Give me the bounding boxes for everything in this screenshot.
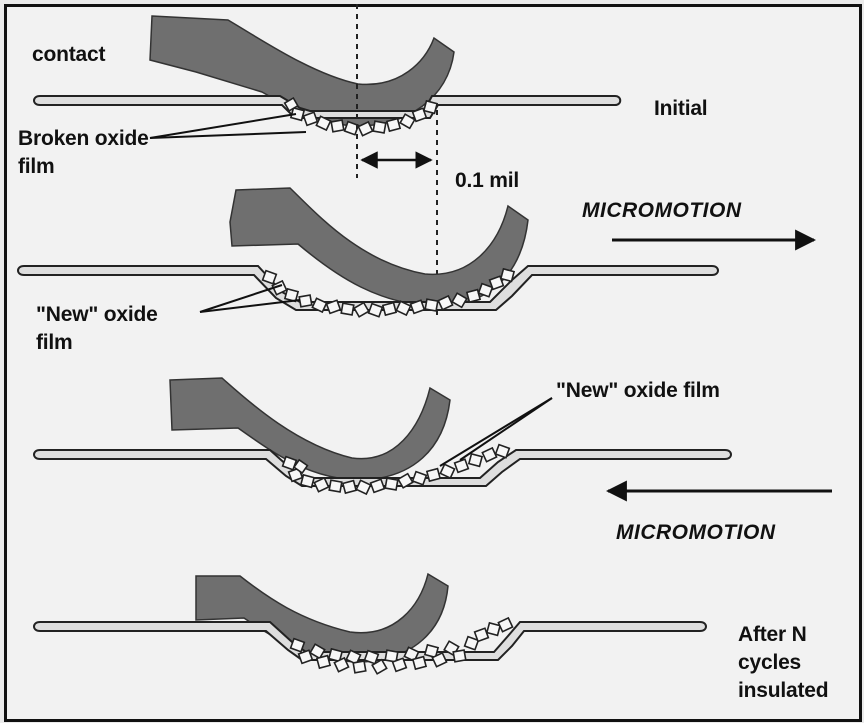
stage-after-cycles: [34, 574, 706, 674]
label-after-line3: insulated: [738, 678, 828, 703]
label-new-oxide-film: "New" oxide film: [556, 378, 720, 403]
label-micromotion-left: MICROMOTION: [616, 520, 775, 545]
leader-lines-1: [150, 114, 306, 138]
label-new-oxide-left-line2: film: [36, 330, 73, 355]
label-initial: Initial: [654, 96, 707, 121]
label-micromotion-right: MICROMOTION: [582, 198, 741, 223]
label-broken-oxide-line2: film: [18, 154, 55, 179]
label-distance: 0.1 mil: [455, 168, 519, 193]
label-new-oxide-left-line1: "New" oxide: [36, 302, 158, 327]
label-contact: contact: [32, 42, 105, 67]
label-after-line2: cycles: [738, 650, 801, 675]
stage-initial: [34, 16, 620, 138]
contact-spring-3: [170, 378, 450, 480]
label-after-line1: After N: [738, 622, 807, 647]
label-broken-oxide-line1: Broken oxide: [18, 126, 149, 151]
